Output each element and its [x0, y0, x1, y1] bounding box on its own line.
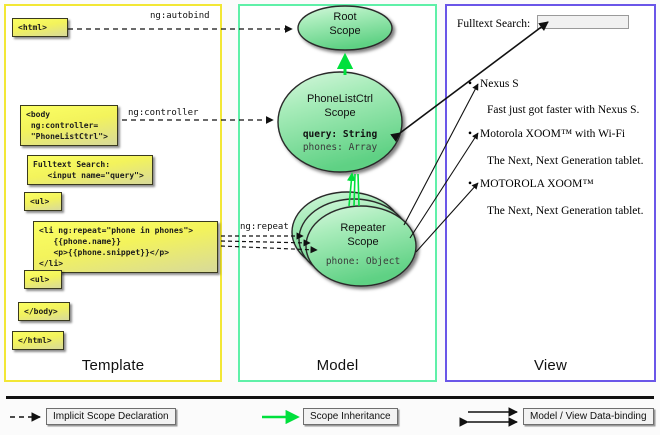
- connector-label-ng-autobind: ng:autobind: [150, 11, 210, 21]
- legend-divider: [6, 396, 654, 399]
- view-search-input[interactable]: [537, 15, 629, 29]
- code-box-li-repeat[interactable]: <li ng:repeat="phone in phones"> {{phone…: [33, 221, 218, 273]
- code-box-ul-open[interactable]: <ul>: [24, 192, 62, 211]
- legend-label-scope-inheritance: Scope Inheritance: [303, 408, 398, 425]
- view-item-snippet-1: The Next, Next Generation tablet.: [487, 155, 644, 167]
- panel-template-label: Template: [81, 357, 145, 374]
- code-box-body-open[interactable]: <body ng:controller= "PhoneListCtrl">: [20, 105, 118, 146]
- view-search-label: Fulltext Search:: [457, 18, 531, 30]
- connector-label-ng-controller: ng:controller: [128, 108, 199, 118]
- code-box-html-open[interactable]: <html>: [12, 18, 68, 37]
- code-box-fulltext-search[interactable]: Fulltext Search: <input name="query">: [27, 155, 153, 185]
- panel-model: Model: [238, 4, 437, 382]
- legend-label-implicit-scope-declaration: Implicit Scope Declaration: [46, 408, 176, 425]
- view-item-name-2: MOTOROLA XOOM™: [468, 178, 594, 190]
- view-item-name-1: Motorola XOOM™ with Wi-Fi: [468, 128, 625, 140]
- code-box-body-close[interactable]: </body>: [18, 302, 70, 321]
- view-item-snippet-0: Fast just got faster with Nexus S.: [487, 104, 640, 116]
- panel-view-label: View: [533, 357, 568, 374]
- code-box-html-close[interactable]: </html>: [12, 331, 64, 350]
- panel-view: View: [445, 4, 656, 382]
- legend-label-model-view-data-binding: Model / View Data-binding: [523, 408, 654, 425]
- connector-label-ng-repeat: ng:repeat: [240, 222, 289, 232]
- view-item-snippet-2: The Next, Next Generation tablet.: [487, 205, 644, 217]
- view-item-name-0: Nexus S: [468, 78, 519, 90]
- code-box-ul-close[interactable]: <ul>: [24, 270, 62, 289]
- panel-model-label: Model: [316, 357, 359, 374]
